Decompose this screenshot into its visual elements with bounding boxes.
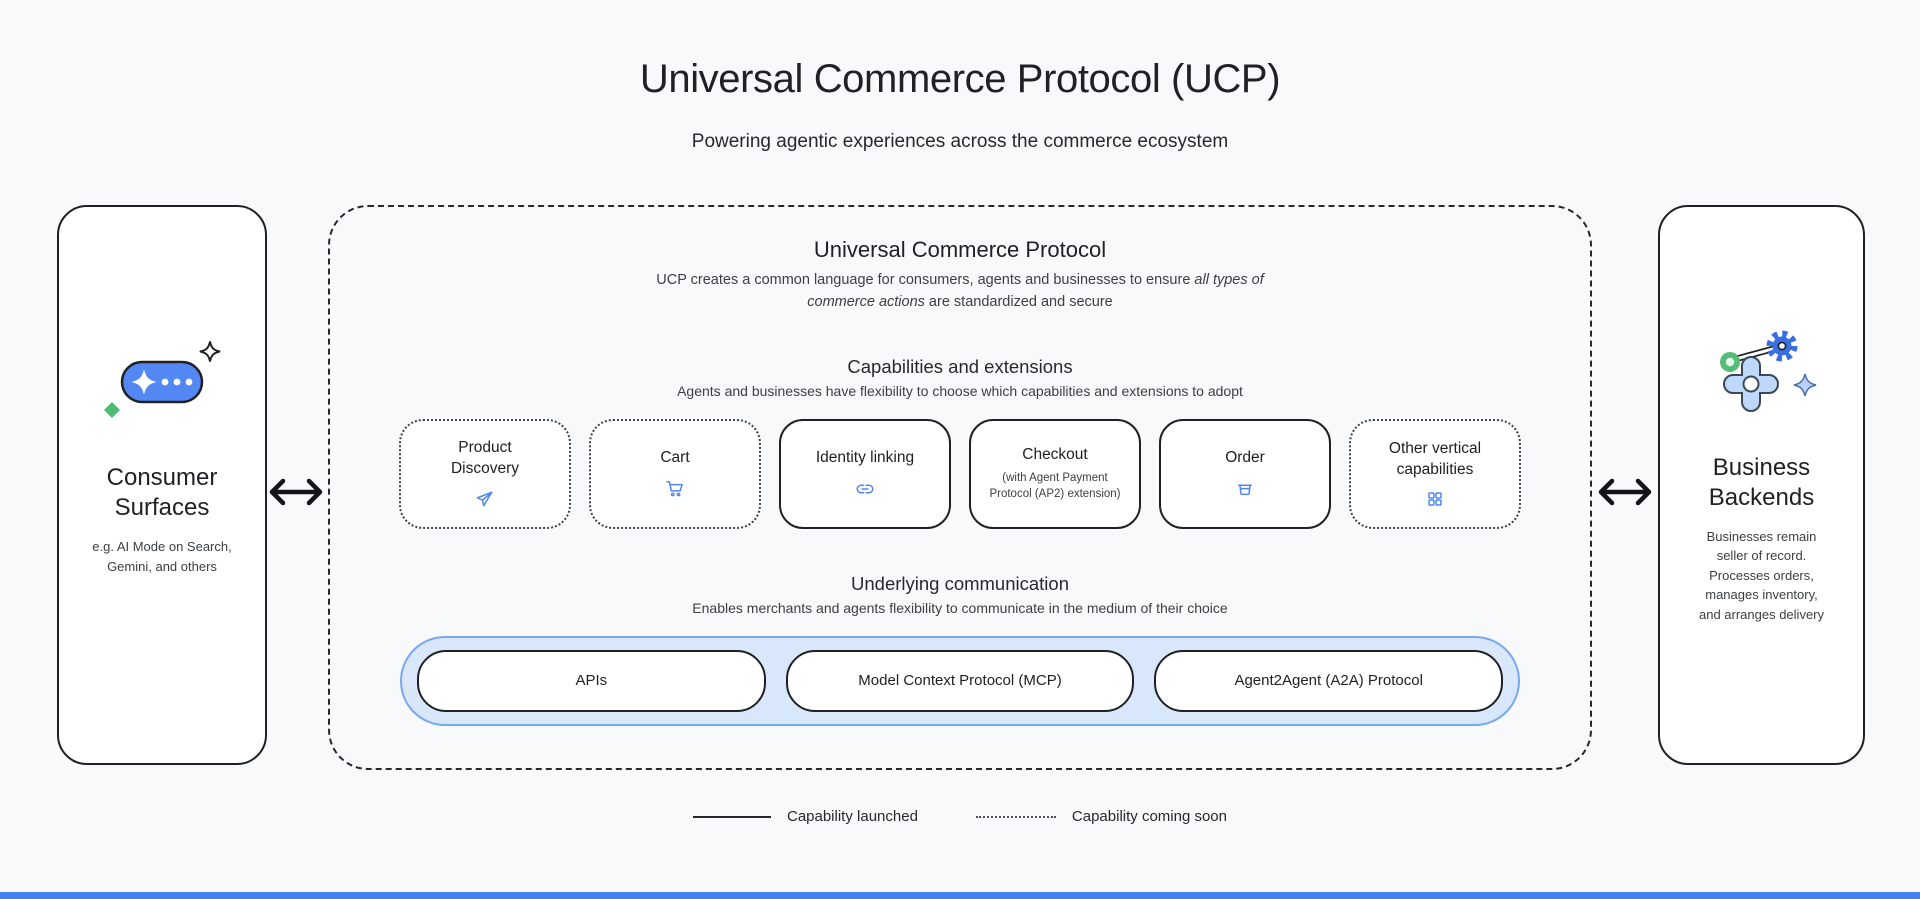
capability-subtitle: (with Agent Payment Protocol (AP2) exten… bbox=[989, 471, 1121, 501]
cart-icon bbox=[665, 479, 685, 499]
legend: Capability launched Capability coming so… bbox=[0, 808, 1920, 825]
capabilities-subheading: Agents and businesses have flexibility t… bbox=[677, 382, 1243, 399]
business-backends-panel: Business Backends Businesses remain sell… bbox=[1658, 205, 1865, 765]
capability-title: Checkout bbox=[1022, 445, 1088, 463]
protocol-pill-apis: APIs bbox=[417, 649, 766, 712]
double-arrow-icon bbox=[265, 474, 327, 515]
legend-coming-soon-label: Capability coming soon bbox=[1071, 808, 1227, 825]
legend-launched-label: Capability launched bbox=[786, 808, 918, 825]
capabilities-row: Product Discovery Cart Identity lin bbox=[399, 418, 1521, 529]
protocol-pill-a2a: Agent2Agent (A2A) Protocol bbox=[1154, 649, 1504, 712]
gears-icon bbox=[1702, 318, 1822, 427]
capability-order: Order bbox=[1159, 418, 1331, 529]
capability-title: Identity linking bbox=[815, 449, 915, 467]
ucp-panel-title: Universal Commerce Protocol bbox=[813, 237, 1107, 262]
capability-product-discovery: Product Discovery bbox=[399, 418, 571, 529]
ai-chat-pill-icon bbox=[98, 336, 226, 437]
capability-title: Other vertical capabilities bbox=[1388, 440, 1482, 478]
capability-identity-linking: Identity linking bbox=[779, 418, 951, 529]
ucp-panel-description: UCP creates a common language for consum… bbox=[656, 272, 1264, 310]
capability-title: Product Discovery bbox=[450, 439, 520, 477]
double-arrow-icon bbox=[1594, 474, 1656, 515]
grid-icon bbox=[1426, 490, 1444, 508]
communication-subheading: Enables merchants and agents flexibility… bbox=[692, 599, 1228, 616]
capability-other-vertical: Other vertical capabilities bbox=[1349, 418, 1521, 529]
order-box-icon bbox=[1235, 479, 1255, 499]
communication-heading: Underlying communication bbox=[851, 572, 1069, 594]
capability-title: Order bbox=[1225, 449, 1265, 467]
communication-container: APIs Model Context Protocol (MCP) Agent2… bbox=[400, 635, 1520, 726]
link-icon bbox=[855, 479, 875, 499]
dotted-line-swatch bbox=[975, 815, 1056, 818]
solid-line-swatch bbox=[692, 815, 771, 818]
capabilities-heading: Capabilities and extensions bbox=[847, 355, 1073, 377]
consumer-surfaces-description: e.g. AI Mode on Search, Gemini, and othe… bbox=[92, 539, 232, 574]
consumer-surfaces-title: Consumer Surfaces bbox=[106, 464, 218, 521]
page-title: Universal Commerce Protocol (UCP) bbox=[639, 57, 1281, 101]
business-backends-description: Businesses remain seller of record. Proc… bbox=[1698, 528, 1825, 622]
consumer-surfaces-panel: Consumer Surfaces e.g. AI Mode on Search… bbox=[57, 205, 267, 765]
capability-cart: Cart bbox=[589, 418, 761, 529]
bottom-progress-bar bbox=[0, 892, 1920, 899]
capability-checkout: Checkout (with Agent Payment Protocol (A… bbox=[969, 418, 1141, 529]
protocol-pill-mcp: Model Context Protocol (MCP) bbox=[785, 649, 1135, 712]
page-subtitle: Powering agentic experiences across the … bbox=[691, 131, 1229, 152]
send-icon bbox=[475, 489, 495, 509]
business-backends-title: Business Backends bbox=[1708, 453, 1815, 511]
ucp-panel: Universal Commerce Protocol UCP creates … bbox=[328, 205, 1592, 770]
capability-title: Cart bbox=[660, 449, 690, 467]
